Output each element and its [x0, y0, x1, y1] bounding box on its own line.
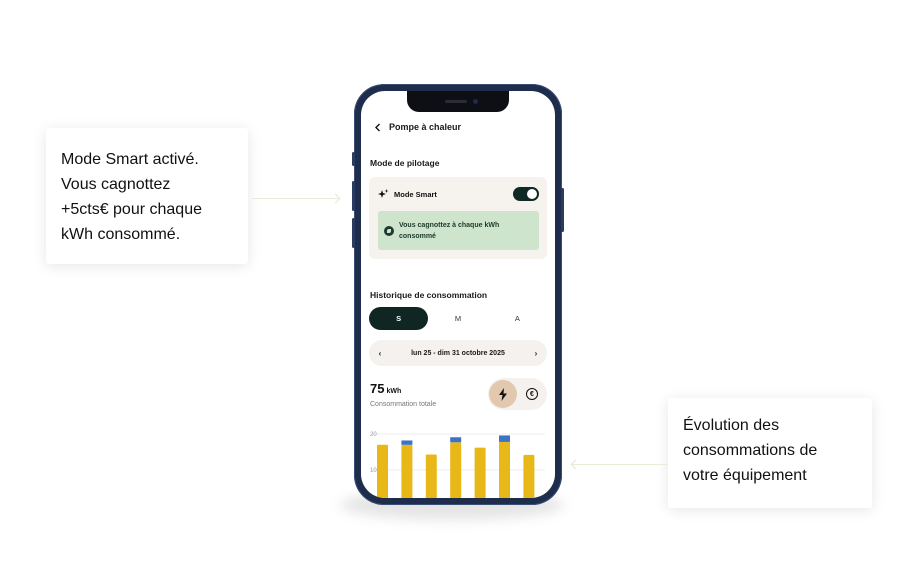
chevron-left-icon[interactable]: ‹ [378, 348, 382, 358]
period-tabs: S M A [369, 307, 547, 330]
chart-bars [377, 435, 535, 498]
energy-mode-button[interactable] [489, 380, 517, 408]
callout-line: Vous cagnottez [61, 176, 171, 193]
smart-mode-card: Mode Smart Vous cagnottez à chaque kWh c… [369, 177, 547, 259]
callout-line: Mode Smart activé. [61, 151, 199, 168]
volume-up-button [352, 181, 355, 211]
date-navigator: ‹ lun 25 - dim 31 octobre 2025 › [369, 340, 547, 366]
bar-consumption [401, 444, 413, 498]
bar-consumption [450, 442, 462, 498]
pilotage-section-title: Mode de pilotage [370, 158, 440, 168]
unit-switch: € [488, 378, 547, 410]
mute-switch [352, 152, 355, 166]
smart-mode-row: Mode Smart [377, 185, 539, 203]
bar-consumption [499, 441, 510, 498]
chevron-left-icon[interactable] [371, 120, 385, 134]
power-button [561, 188, 564, 232]
savings-info-text: Vous cagnottez à chaque kWh consommé [399, 221, 500, 240]
arrow-right-icon [330, 193, 341, 204]
page-title: Pompe à chaleur [389, 122, 462, 132]
callout-line: Évolution des [683, 417, 780, 434]
savings-info-box: Vous cagnottez à chaque kWh consommé [378, 211, 539, 250]
smart-mode-toggle[interactable] [513, 187, 539, 201]
app-header: Pompe à chaleur [371, 118, 461, 136]
date-range: lun 25 - dim 31 octobre 2025 [411, 349, 505, 357]
bar-consumption [425, 454, 437, 498]
toggle-knob [527, 189, 537, 199]
smart-mode-label: Mode Smart [394, 189, 437, 199]
volume-down-button [352, 218, 355, 248]
bar-segment-secondary [499, 435, 510, 442]
tab-year[interactable]: A [514, 314, 520, 323]
total-label: Consommation totale [370, 401, 437, 408]
tab-month[interactable]: M [454, 314, 462, 323]
chevron-right-icon[interactable]: › [534, 348, 538, 358]
bar-consumption [523, 454, 535, 498]
phone-notch [407, 91, 509, 112]
speaker [445, 100, 467, 103]
callout-consumption: Évolution des consommations de votre équ… [668, 398, 872, 508]
phone-screen: Pompe à chaleur Mode de pilotage Mode Sm… [361, 91, 555, 498]
leaf-icon [384, 225, 394, 236]
callout-line: kWh consommé. [61, 226, 181, 243]
lightning-icon [499, 387, 507, 401]
bar-consumption [377, 444, 388, 498]
callout-line: +5cts€ pour chaque [61, 201, 202, 218]
euro-mode-button[interactable]: € [518, 380, 546, 408]
history-section-title: Historique de consommation [370, 290, 488, 300]
callout-line: consommations de [683, 442, 818, 459]
y-tick-label: 10 [370, 468, 377, 474]
bar-consumption [474, 447, 486, 498]
total-value: 75 [370, 381, 385, 396]
tab-week[interactable]: S [369, 307, 429, 330]
callout-smart-mode: Mode Smart activé. Vous cagnottez +5cts€… [46, 128, 248, 264]
camera [473, 99, 478, 104]
sparkle-icon [377, 188, 389, 200]
callout-line: votre équipement [683, 467, 807, 484]
bar-segment-secondary [401, 440, 413, 445]
euro-icon: € [526, 388, 538, 400]
total-unit: kWh [386, 388, 402, 395]
y-tick-label: 20 [370, 432, 377, 438]
callout-connector-left [252, 198, 338, 199]
callout-connector-right [572, 464, 668, 465]
arrow-left-icon [570, 459, 581, 470]
bar-segment-secondary [450, 437, 462, 443]
phone-frame: Pompe à chaleur Mode de pilotage Mode Sm… [352, 84, 564, 505]
